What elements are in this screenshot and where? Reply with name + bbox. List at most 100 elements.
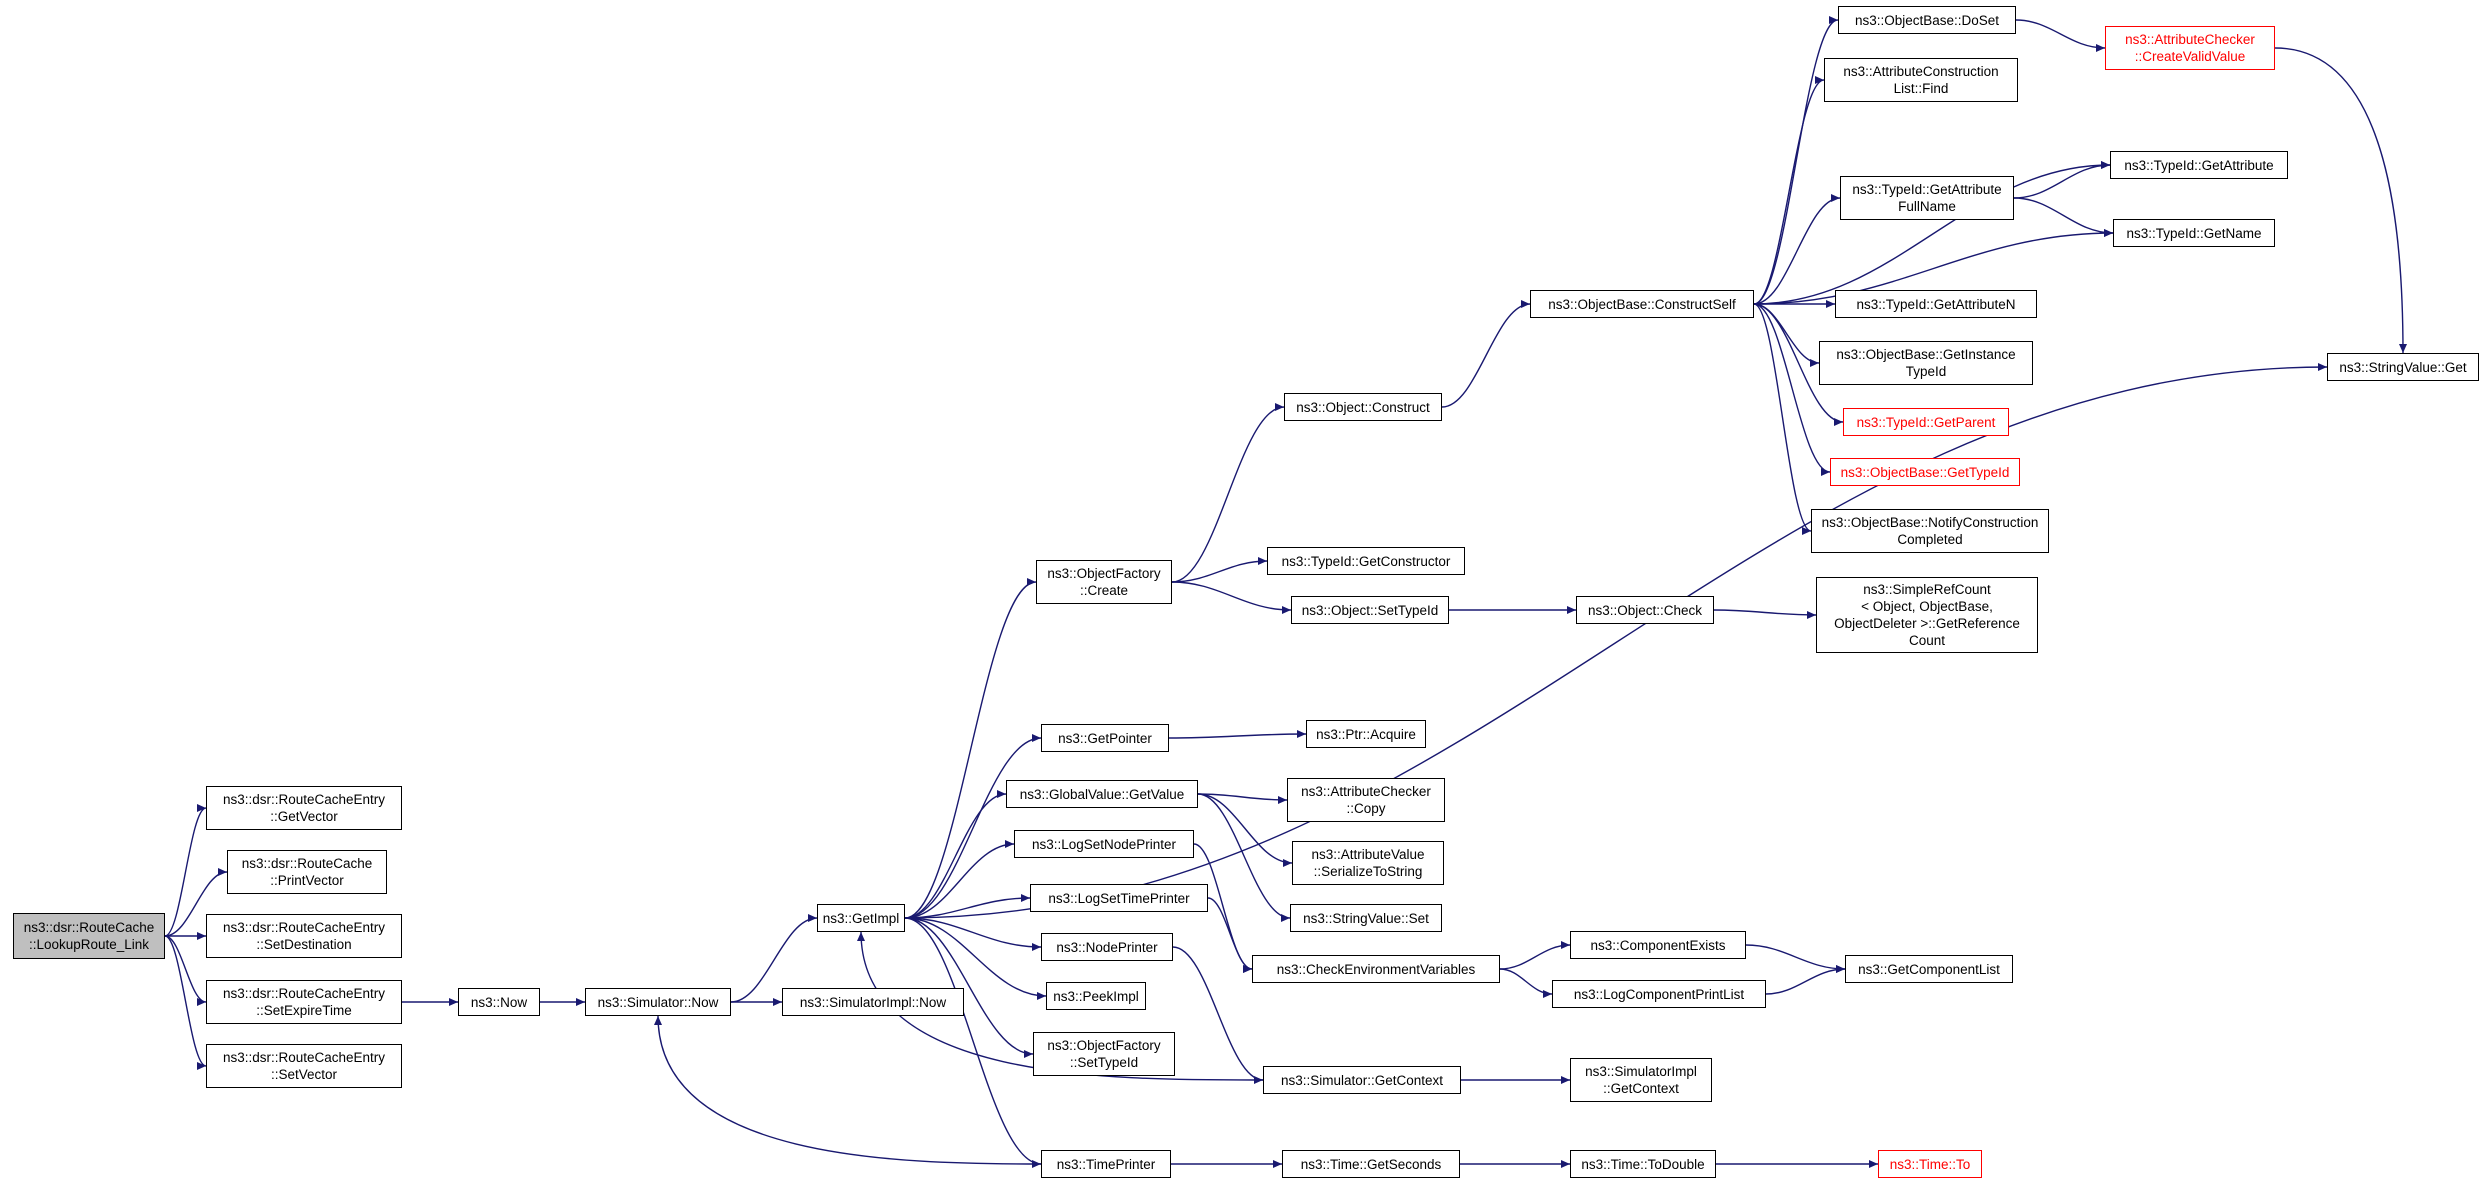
edge-lookup-to-setvector <box>164 935 207 1070</box>
edge-logcomponentprintlist-to-getcomponentlist <box>1765 965 1846 995</box>
graph-node-svget[interactable]: ns3::StringValue::Get <box>2327 353 2479 381</box>
graph-node-logsettimeprinter[interactable]: ns3::LogSetTimePrinter <box>1030 884 1208 912</box>
node-label: ns3::StringValue::Set <box>1303 910 1429 926</box>
node-label: ns3::Simulator::GetContext <box>1280 1072 1444 1088</box>
node-label: ::SetDestination <box>256 937 352 952</box>
node-label: ns3::Now <box>470 994 528 1010</box>
node-label: ::GetVector <box>270 809 338 824</box>
node-label: ns3::ObjectBase::NotifyConstruction <box>1821 515 2039 530</box>
graph-node-timeprinter[interactable]: ns3::TimePrinter <box>1041 1150 1171 1178</box>
node-label: ns3::dsr::RouteCacheEntry <box>222 920 386 935</box>
node-label: ::SetTypeId <box>1069 1055 1139 1070</box>
graph-node-objconstruct[interactable]: ns3::Object::Construct <box>1284 393 1442 421</box>
graph-node-gvgetvalue[interactable]: ns3::GlobalValue::GetValue <box>1006 780 1198 808</box>
node-label: ns3::Simulator::Now <box>597 994 719 1010</box>
node-label: ::GetContext <box>1603 1081 1679 1096</box>
node-label: TypeId <box>1905 364 1947 379</box>
graph-node-ofcreate[interactable]: ns3::ObjectFactory::Create <box>1036 560 1172 604</box>
graph-node-getname[interactable]: ns3::TypeId::GetName <box>2113 219 2275 247</box>
graph-node-logsetnodeprinter[interactable]: ns3::LogSetNodePrinter <box>1014 830 1194 858</box>
edge-simnow-to-getimpl <box>730 914 818 1003</box>
node-label: ns3::LogSetNodePrinter <box>1031 836 1177 852</box>
graph-node-getattribute[interactable]: ns3::TypeId::GetAttribute <box>2110 151 2288 179</box>
node-label: ::SerializeToString <box>1313 864 1423 879</box>
node-label: ns3::dsr::RouteCache <box>241 856 373 871</box>
node-label: ns3::TypeId::GetName <box>2126 225 2262 241</box>
graph-node-accopy[interactable]: ns3::AttributeChecker::Copy <box>1287 778 1445 822</box>
graph-node-simplerefcount[interactable]: ns3::SimpleRefCount< Object, ObjectBase,… <box>1816 577 2038 653</box>
graph-node-simgetcontext[interactable]: ns3::Simulator::GetContext <box>1263 1066 1461 1094</box>
node-label: ns3::AttributeConstruction <box>1843 64 1999 79</box>
edge-lookup-to-printvector <box>164 868 228 937</box>
node-label: ns3::Object::SetTypeId <box>1301 602 1439 618</box>
graph-node-setexpiretime[interactable]: ns3::dsr::RouteCacheEntry::SetExpireTime <box>206 980 402 1024</box>
node-label: ns3::ObjectFactory <box>1047 1038 1161 1053</box>
graph-node-getimpl[interactable]: ns3::GetImpl <box>817 904 905 932</box>
node-label: FullName <box>1898 199 1956 214</box>
node-label: ns3::PeekImpl <box>1053 988 1139 1004</box>
graph-node-avserialize[interactable]: ns3::AttributeValue::SerializeToString <box>1292 841 1444 885</box>
graph-node-objsettypeid[interactable]: ns3::Object::SetTypeId <box>1291 596 1449 624</box>
graph-node-componentexists[interactable]: ns3::ComponentExists <box>1570 931 1746 959</box>
graph-node-createvalidvalue[interactable]: ns3::AttributeChecker::CreateValidValue <box>2105 26 2275 70</box>
node-label: ns3::ObjectBase::ConstructSelf <box>1548 296 1736 312</box>
graph-node-simimplnow[interactable]: ns3::SimulatorImpl::Now <box>782 988 964 1016</box>
graph-node-peekimpl[interactable]: ns3::PeekImpl <box>1046 982 1146 1010</box>
node-label: ns3::Ptr::Acquire <box>1316 726 1416 742</box>
graph-node-getcomponentlist[interactable]: ns3::GetComponentList <box>1845 955 2013 983</box>
graph-node-getconstructor[interactable]: ns3::TypeId::GetConstructor <box>1267 547 1465 575</box>
graph-node-timetodouble[interactable]: ns3::Time::ToDouble <box>1570 1150 1716 1178</box>
graph-node-simnow[interactable]: ns3::Simulator::Now <box>585 988 731 1016</box>
edge-timeprinter-to-simnow <box>654 1015 1042 1165</box>
edge-getimpl-to-peekimpl <box>904 917 1047 1000</box>
graph-node-logcomponentprintlist[interactable]: ns3::LogComponentPrintList <box>1552 980 1766 1008</box>
node-label: ns3::SimulatorImpl <box>1585 1064 1697 1079</box>
graph-node-getpointer[interactable]: ns3::GetPointer <box>1041 724 1169 752</box>
graph-node-getvector[interactable]: ns3::dsr::RouteCacheEntry::GetVector <box>206 786 402 830</box>
graph-node-doset[interactable]: ns3::ObjectBase::DoSet <box>1838 6 2016 34</box>
node-label: List::Find <box>1893 81 1949 96</box>
graph-node-obgettypeid[interactable]: ns3::ObjectBase::GetTypeId <box>1830 458 2020 486</box>
edge-constructself-to-getattrfullname <box>1753 194 1841 305</box>
edge-gvgetvalue-to-svset <box>1197 793 1291 922</box>
graph-node-svset[interactable]: ns3::StringValue::Set <box>1290 904 1442 932</box>
node-label: ns3::AttributeValue <box>1311 847 1425 862</box>
node-label: < Object, ObjectBase, <box>1861 599 1993 614</box>
graph-node-setdestination[interactable]: ns3::dsr::RouteCacheEntry::SetDestinatio… <box>206 914 402 958</box>
node-label: ns3::TypeId::GetAttributeN <box>1856 296 2016 312</box>
graph-node-printvector[interactable]: ns3::dsr::RouteCache::PrintVector <box>227 850 387 894</box>
graph-node-getparent[interactable]: ns3::TypeId::GetParent <box>1843 408 2009 436</box>
edge-constructself-to-getparent <box>1753 303 1844 426</box>
graph-node-ofsettypeid[interactable]: ns3::ObjectFactory::SetTypeId <box>1033 1032 1175 1076</box>
node-label: ::Copy <box>1346 801 1386 816</box>
edge-gvgetvalue-to-accopy <box>1197 793 1288 804</box>
graph-node-nodeprinter[interactable]: ns3::NodePrinter <box>1041 933 1173 961</box>
node-label: ns3::NodePrinter <box>1056 939 1158 955</box>
node-label: ns3::TypeId::GetAttribute <box>1852 182 2002 197</box>
edge-getattrfullname-to-getattribute <box>2013 161 2111 199</box>
graph-node-simimplgetcontext[interactable]: ns3::SimulatorImpl::GetContext <box>1570 1058 1712 1102</box>
graph-node-checkenv[interactable]: ns3::CheckEnvironmentVariables <box>1252 955 1500 983</box>
edge-logsettimeprinter-to-checkenv <box>1207 897 1253 973</box>
edge-nodeprinter-to-simgetcontext <box>1172 946 1264 1084</box>
graph-node-objcheck[interactable]: ns3::Object::Check <box>1576 596 1714 624</box>
node-label: ns3::LogSetTimePrinter <box>1048 890 1190 906</box>
node-label: ns3::StringValue::Get <box>2339 359 2467 375</box>
node-label: ns3::GetImpl <box>822 910 900 926</box>
graph-node-ptracquire[interactable]: ns3::Ptr::Acquire <box>1306 720 1426 748</box>
graph-node-constructself[interactable]: ns3::ObjectBase::ConstructSelf <box>1530 290 1754 318</box>
edge-getpointer-to-ptracquire <box>1168 730 1307 739</box>
graph-node-timegetseconds[interactable]: ns3::Time::GetSeconds <box>1282 1150 1460 1178</box>
edge-constructself-to-notifycc <box>1753 303 1812 535</box>
graph-node-timeto[interactable]: ns3::Time::To <box>1878 1150 1982 1178</box>
graph-node-getattributen[interactable]: ns3::TypeId::GetAttributeN <box>1835 290 2037 318</box>
node-label: ::Create <box>1079 583 1129 598</box>
edge-objcheck-to-simplerefcount <box>1713 609 1817 619</box>
graph-node-setvector[interactable]: ns3::dsr::RouteCacheEntry::SetVector <box>206 1044 402 1088</box>
graph-node-now[interactable]: ns3::Now <box>458 988 540 1016</box>
